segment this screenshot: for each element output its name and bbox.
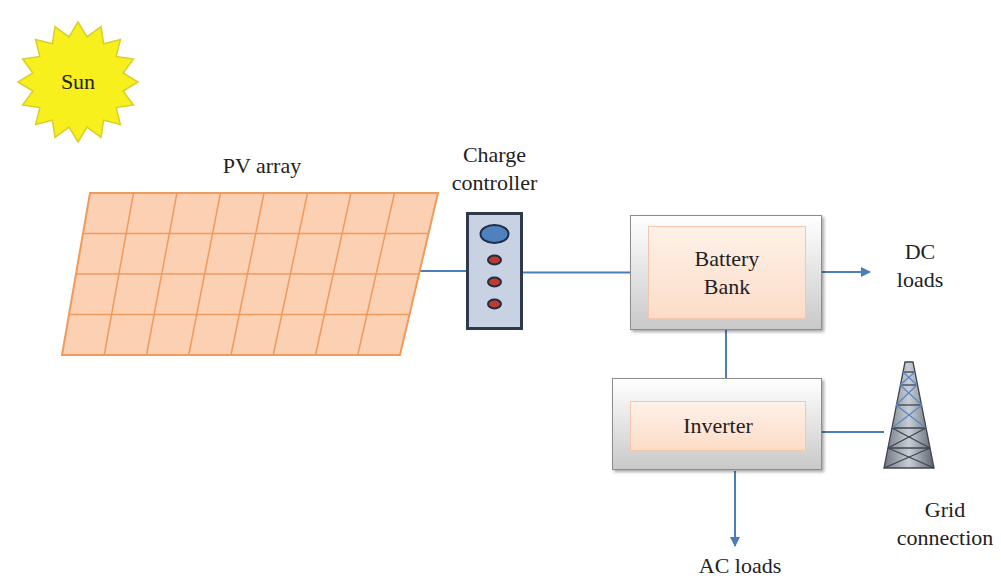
charge-controller-box: Charge controller	[466, 212, 523, 330]
grid-wire	[822, 431, 884, 433]
dc-load-arrow	[822, 271, 870, 273]
pv-cell-line	[76, 273, 419, 275]
pv-cell-line	[69, 314, 410, 316]
controller-led	[488, 300, 501, 309]
connector-line	[725, 330, 727, 378]
inner-panel: Battery Bank	[648, 226, 806, 319]
ac-loads-label: AC loads	[690, 552, 790, 580]
pv-panel-outline	[62, 193, 438, 355]
connector-line	[523, 272, 630, 274]
pv-array-panel: PV array	[62, 193, 438, 355]
pv-panel-shape	[62, 193, 438, 355]
controller-shape	[466, 212, 523, 330]
grid-tower-symbol	[884, 362, 934, 468]
grid-connection-label: Grid connection	[890, 496, 1000, 551]
node-text: Battery Bank	[677, 245, 777, 300]
node-text: Charge controller	[440, 141, 550, 196]
controller-display	[481, 225, 509, 243]
charge-controller-heading: Charge controller	[424, 141, 565, 196]
controller-led	[488, 278, 501, 287]
controller-body	[468, 214, 522, 329]
inner-panel: Inverter	[630, 401, 806, 451]
pv-cell-line	[83, 233, 429, 235]
controller-led	[488, 256, 501, 265]
battery-bank-box: Battery Bank	[630, 215, 822, 330]
dc-loads-label: DC loads	[880, 238, 960, 293]
sun-star-outline	[18, 22, 138, 142]
connector-line	[419, 270, 466, 272]
node-text: PV array	[162, 152, 362, 180]
node-text: Sun	[61, 68, 95, 96]
inverter-box: Inverter	[612, 378, 822, 470]
pv-array-heading: PV array	[162, 152, 362, 180]
ac-load-arrow	[734, 471, 736, 546]
node-text: Inverter	[683, 412, 753, 440]
sun-star: Sun	[16, 20, 140, 144]
